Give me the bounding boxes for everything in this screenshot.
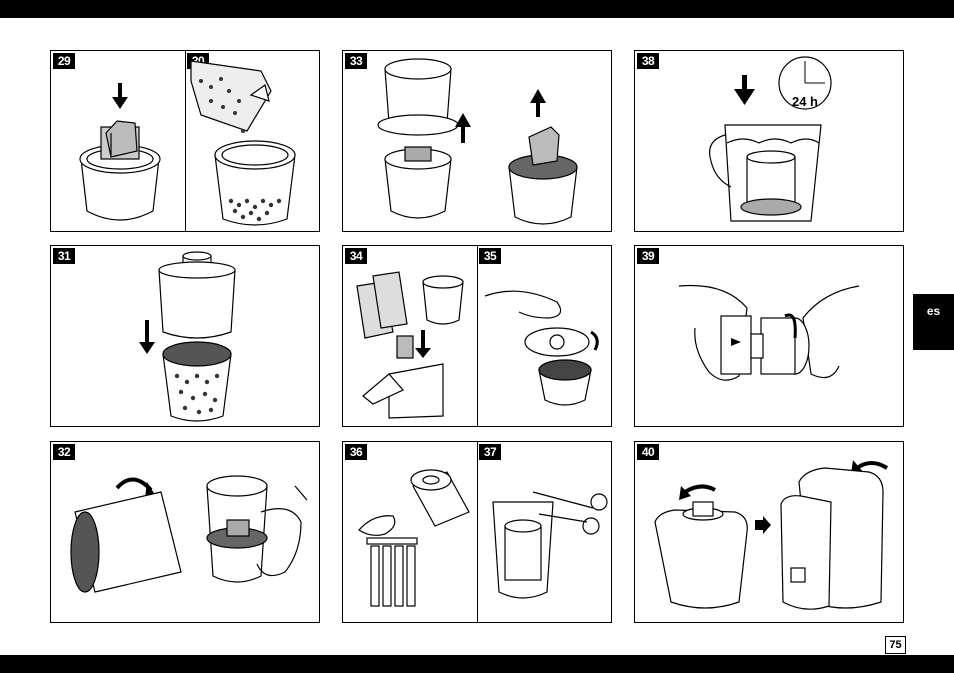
illustration-dispose <box>343 246 612 427</box>
packaged-cartridge-icon <box>493 502 553 598</box>
panel-39: 39 <box>634 245 904 427</box>
tank-icon <box>655 502 747 608</box>
arrow-right-icon <box>755 516 771 534</box>
panel-34-35: 34 35 <box>342 245 612 427</box>
illustration-reinstall <box>635 442 904 623</box>
filter-cap-icon <box>411 470 469 526</box>
illustration-replace <box>343 442 612 623</box>
panel-38: 38 24 h <box>634 50 904 232</box>
rotate-arrow-icon <box>685 486 715 492</box>
panel-32: 32 <box>50 441 320 623</box>
arrow-up-icon <box>530 89 546 117</box>
hand-icon <box>485 291 561 318</box>
top-bar <box>0 0 954 18</box>
page-number: 75 <box>885 636 906 654</box>
timer-label: 24 h <box>787 94 823 109</box>
panel-33: 33 <box>342 50 612 232</box>
language-label: es <box>913 304 954 318</box>
arrow-down-icon <box>139 320 155 354</box>
rotate-arrow-icon <box>117 479 151 490</box>
illustration-place-cap <box>51 246 320 427</box>
bags-icon <box>357 272 407 338</box>
illustration-assemble <box>635 246 904 427</box>
illustration-insert-cartridge <box>51 51 320 232</box>
illustration-soak-cartridge <box>635 51 904 232</box>
filter-cap-icon <box>378 59 458 135</box>
filter-cap-icon <box>159 252 235 338</box>
container-icon <box>163 342 231 421</box>
bottom-bar <box>0 655 954 673</box>
pouring-bag-icon <box>191 61 271 131</box>
rotate-arrow-icon <box>591 332 597 350</box>
arrow-down-icon <box>415 330 431 358</box>
arrow-down-icon <box>112 83 128 109</box>
panel-36-37: 36 37 <box>342 441 612 623</box>
rack-icon <box>367 538 417 606</box>
container-icon <box>525 328 591 405</box>
rotate-arrow-icon <box>857 463 887 468</box>
container-icon <box>80 121 160 220</box>
container-icon <box>385 147 451 218</box>
humidifier-icon <box>781 468 883 609</box>
panel-29-30: 29 30 <box>50 50 320 232</box>
language-tab: es <box>913 294 954 350</box>
pitcher-icon <box>710 125 821 221</box>
arrow-up-icon <box>455 113 471 143</box>
panel-40: 40 <box>634 441 904 623</box>
container-icon <box>215 141 295 225</box>
cup-icon <box>397 276 463 358</box>
panel-31: 31 <box>50 245 320 427</box>
lid-icon <box>359 516 395 536</box>
container-tilted-icon <box>71 492 181 592</box>
container-icon <box>509 127 577 224</box>
illustration-shake <box>51 442 320 623</box>
arrow-down-icon <box>734 75 755 105</box>
illustration-remove-cartridge <box>343 51 612 232</box>
trash-bin-icon <box>363 364 443 418</box>
